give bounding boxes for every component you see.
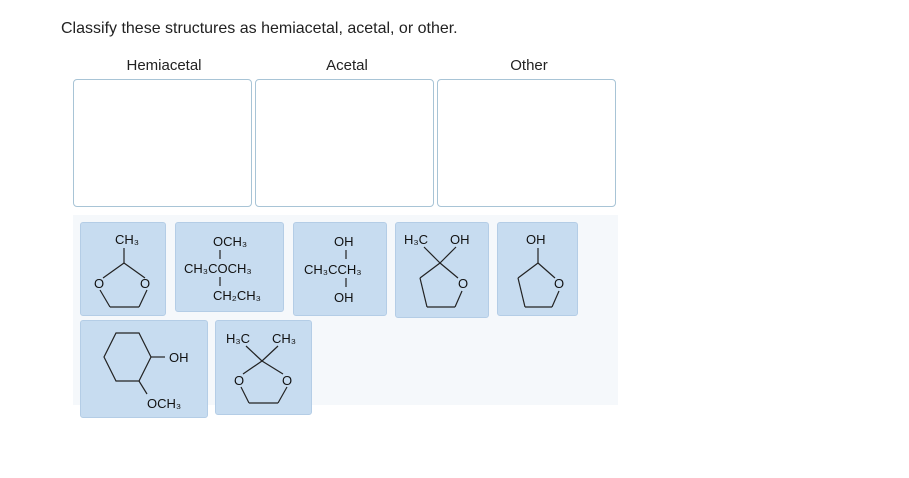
structure-card-condensed-methoxy[interactable]: OCH₃ CH₃COCH₃ CH₂CH₃ [175,222,284,312]
methyl-hydroxy-thf-structure: H₃C OH O [404,232,470,308]
structure-card-methoxy-cyclohexanol[interactable]: OH OCH₃ [80,320,208,418]
structure-card-methyl-hydroxy-thf[interactable]: H₃C OH O [395,222,489,318]
label-o-left: O [234,373,244,388]
label-oh-bottom: OH [334,290,354,305]
label-ch3: CH₃ [115,232,139,247]
label-o-right: O [140,276,150,291]
label-ch2ch3: CH₂CH₃ [213,288,261,303]
dimethyl-dioxolane-structure: H₃C CH₃ O O [226,331,296,404]
label-oh: OH [169,350,189,365]
structure-card-gem-diol[interactable]: OH CH₃CCH₃ OH [293,222,387,316]
label-o-left: O [94,276,104,291]
label-o-ring: O [458,276,468,291]
structure-card-dimethyl-dioxolane[interactable]: H₃C CH₃ O O [215,320,312,415]
bin-label-other: Other [510,57,548,74]
structure-card-methyl-dioxolane[interactable]: CH₃ O O [80,222,166,316]
label-oh-top: OH [334,234,354,249]
label-ch3: CH₃ [272,331,296,346]
label-och3: OCH₃ [147,396,181,411]
label-h3c: H₃C [226,331,250,346]
drop-zone-hemiacetal[interactable] [73,79,252,207]
label-oh: OH [450,232,470,247]
question-text: Classify these structures as hemiacetal,… [61,20,458,37]
hydroxy-thf-structure: OH O [517,232,564,308]
bin-label-hemiacetal: Hemiacetal [126,57,202,74]
label-oh: OH [526,232,546,247]
structure-card-hydroxy-thf[interactable]: OH O [497,222,578,316]
methyl-dioxolane-structure: CH₃ O O [94,232,150,308]
drop-zone-other[interactable] [437,79,616,207]
gem-diol-structure: OH CH₃CCH₃ OH [304,234,362,305]
drop-zone-acetal[interactable] [255,79,434,207]
label-och3: OCH₃ [213,234,247,249]
label-h3c: H₃C [404,232,428,247]
label-o-right: O [282,373,292,388]
methoxy-cyclohexanol-structure: OH OCH₃ [103,332,189,411]
label-o-ring: O [554,276,564,291]
condensed-methoxy-structure: OCH₃ CH₃COCH₃ CH₂CH₃ [184,234,261,303]
label-ch3cch3: CH₃CCH₃ [304,262,362,277]
bin-label-acetal: Acetal [326,57,368,74]
label-ch3coch3: CH₃COCH₃ [184,261,252,276]
